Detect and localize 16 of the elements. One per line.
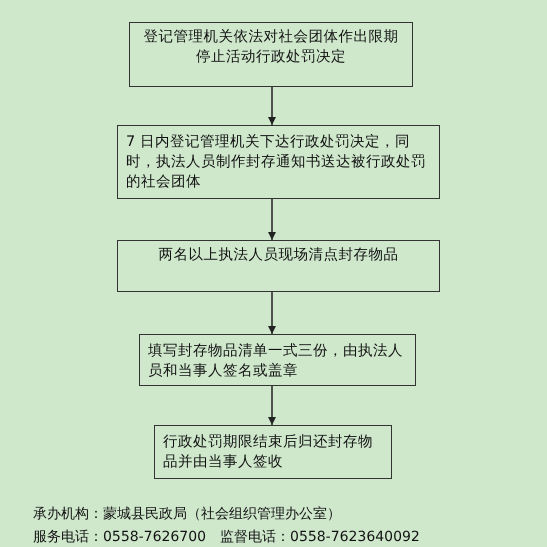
step-text: 两名以上执法人员现场清点封存物品 <box>158 246 400 265</box>
step-text: 7 日内登记管理机关下达行政处罚决定，同时，执法人员制作封存通知书送达被行政处罚的社会团体 <box>126 132 427 192</box>
step-text: 填写封存物品清单一式三份，由执法人员和当事人签名或盖章 <box>148 342 404 381</box>
arrow <box>268 199 276 240</box>
step-text: 登记管理机关依法对社会团体作出限期停止活动行政处罚决定 <box>142 28 400 67</box>
arrow <box>268 87 276 125</box>
process-box <box>154 425 392 479</box>
process-box <box>129 22 413 87</box>
step-text: 行政处罚期限结束后归还封存物品并由当事人签收 <box>163 433 374 472</box>
process-box <box>139 334 416 386</box>
process-box <box>117 240 440 292</box>
phone-note: 服务电话：0558-7626700 监督电话：0558-7623640092 <box>33 528 420 546</box>
process-box <box>117 125 440 199</box>
arrow <box>268 386 276 425</box>
agency-note: 承办机构：蒙城县民政局（社会组织管理办公室） <box>33 505 341 523</box>
arrow <box>268 292 276 334</box>
